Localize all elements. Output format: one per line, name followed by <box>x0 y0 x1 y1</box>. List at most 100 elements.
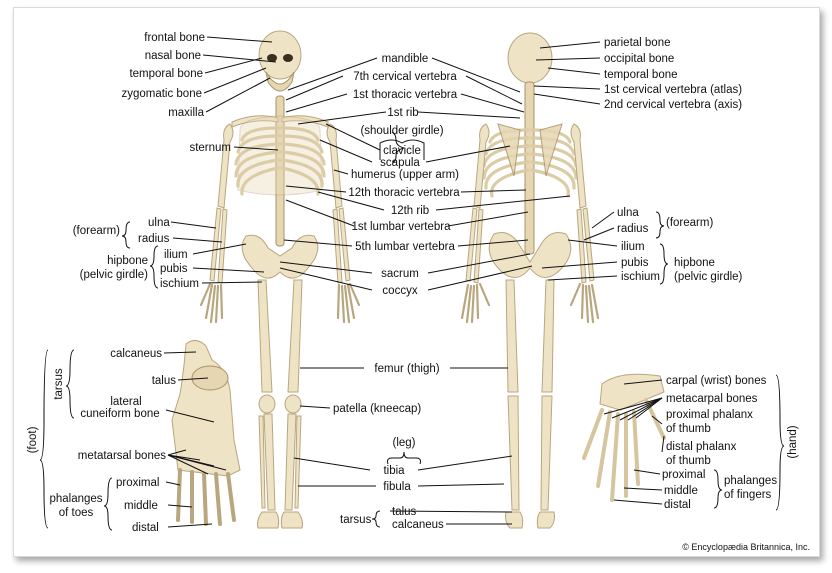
label-leg: (leg) <box>392 437 415 449</box>
label-scapula: scapula <box>380 157 420 169</box>
label-parietal-bone: parietal bone <box>604 37 671 49</box>
back-hand-right <box>569 282 600 324</box>
back-spine <box>524 81 535 255</box>
label-metacarpal: metacarpal bones <box>666 393 758 405</box>
label-fibula: fibula <box>383 481 411 493</box>
brackets <box>39 131 785 531</box>
label-phalanges-toes: phalanges <box>49 493 102 505</box>
back-foot-right <box>536 511 555 529</box>
front-tibia-left <box>263 413 276 511</box>
back-humerus-right <box>570 123 587 209</box>
label-maxilla: maxilla <box>168 107 204 119</box>
label-middle-hand: middle <box>664 485 698 497</box>
front-skeleton <box>199 30 361 529</box>
label-zygomatic-bone: zygomatic bone <box>121 88 202 100</box>
back-ulna-right <box>582 207 595 282</box>
diagram-frame <box>13 7 820 557</box>
front-tibia-right <box>284 413 297 511</box>
label-axis: 2nd cervical vertebra (axis) <box>604 99 742 111</box>
front-patella-left <box>258 394 276 414</box>
back-skeleton <box>460 32 600 529</box>
front-spine <box>275 95 285 247</box>
label-ischium-left: ischium <box>160 278 199 290</box>
label-talus-foot: talus <box>152 375 177 387</box>
back-hand-left <box>460 282 491 324</box>
eye-socket-left <box>267 54 277 62</box>
foot-tarsals <box>171 340 241 477</box>
front-femur-left <box>257 279 273 393</box>
label-carpal: carpal (wrist) bones <box>666 375 767 387</box>
label-c7: 7th cervical vertebra <box>353 71 457 83</box>
label-phalanges-fingers: phalanges <box>724 475 777 487</box>
front-foot-left <box>257 511 280 529</box>
label-rib12: 12th rib <box>391 205 429 217</box>
hand-detail <box>582 373 666 502</box>
label-atlas: 1st cervical vertebra (atlas) <box>604 84 742 96</box>
label-pubis-right: pubis <box>621 257 649 269</box>
label-mandible: mandible <box>382 53 429 65</box>
back-scapula-right <box>539 123 563 177</box>
label-hipbone-right: hipbone <box>674 257 715 269</box>
label-distal-foot: distal <box>132 522 159 534</box>
front-hand-right <box>336 282 361 324</box>
label-proximal-foot: proximal <box>116 477 159 489</box>
foot-talus-bone <box>191 365 229 391</box>
label-proximal-phalanx: proximal phalanx <box>666 409 753 421</box>
front-ulna-left <box>209 207 222 282</box>
label-sacrum: sacrum <box>381 268 419 280</box>
label-hand: (hand) <box>787 425 799 458</box>
label-pubis-left: pubis <box>160 263 188 275</box>
label-ulna-left: ulna <box>148 217 170 229</box>
back-femur-left <box>505 279 519 393</box>
label-nasal-bone: nasal bone <box>145 50 201 62</box>
back-femur-right <box>541 279 555 393</box>
foot-detail <box>171 340 241 526</box>
label-l1: 1st lumbar vertebra <box>351 221 451 233</box>
front-radius-right <box>332 208 343 284</box>
label-middle-foot: middle <box>124 500 158 512</box>
label-shoulder-girdle: (shoulder girdle) <box>360 125 443 137</box>
back-skull <box>507 32 553 84</box>
label-forearm-right: (forearm) <box>666 217 713 229</box>
label-foot: (foot) <box>27 426 39 453</box>
front-fibula-left <box>258 415 266 509</box>
label-metatarsal: metatarsal bones <box>78 450 166 462</box>
back-scapula-left <box>497 123 521 177</box>
label-proximal-phalanx-thumb: of thumb <box>666 423 711 435</box>
label-of-fingers: of fingers <box>724 489 772 501</box>
label-calcaneus-foot: calcaneus <box>110 348 162 360</box>
front-femur-right <box>287 279 303 393</box>
back-pelvis <box>488 232 572 278</box>
copyright-notice: © Encyclopædia Britannica, Inc. <box>682 542 810 552</box>
label-proximal-hand: proximal <box>662 469 705 481</box>
front-hand-left <box>199 282 224 324</box>
label-patella: patella (kneecap) <box>333 403 421 415</box>
label-radius-right: radius <box>617 223 649 235</box>
label-pelvic-girdle-left: (pelvic girdle) <box>80 269 149 281</box>
front-pelvis <box>241 234 319 279</box>
label-l5: 5th lumbar vertebra <box>355 241 455 253</box>
label-distal-phalanx: distal phalanx <box>666 441 737 453</box>
front-clavicle-left <box>231 115 279 128</box>
label-temporal-bone-right: temporal bone <box>604 69 678 81</box>
label-distal-phalanx-thumb: of thumb <box>666 455 711 467</box>
label-tibia: tibia <box>383 465 405 477</box>
label-lateral: lateral <box>110 396 141 408</box>
label-ulna-right: ulna <box>617 207 639 219</box>
back-foot-left <box>505 511 524 529</box>
label-distal-hand: distal <box>664 499 691 511</box>
label-talus-skeleton: talus <box>392 506 417 518</box>
foot-toes <box>176 468 236 526</box>
hand-carpals <box>599 373 665 411</box>
label-forearm-left: (forearm) <box>73 225 120 237</box>
label-frontal-bone: frontal bone <box>144 32 205 44</box>
label-hipbone-left: hipbone <box>107 255 148 267</box>
label-ilium-left: ilium <box>164 249 188 261</box>
label-temporal-bone-left: temporal bone <box>129 68 203 80</box>
label-cuneiform-bone: cuneiform bone <box>80 408 159 420</box>
eye-socket-right <box>283 54 293 62</box>
label-sternum: sternum <box>189 142 231 154</box>
label-t12: 12th thoracic vertebra <box>348 187 460 199</box>
front-fibula-right <box>294 415 302 509</box>
